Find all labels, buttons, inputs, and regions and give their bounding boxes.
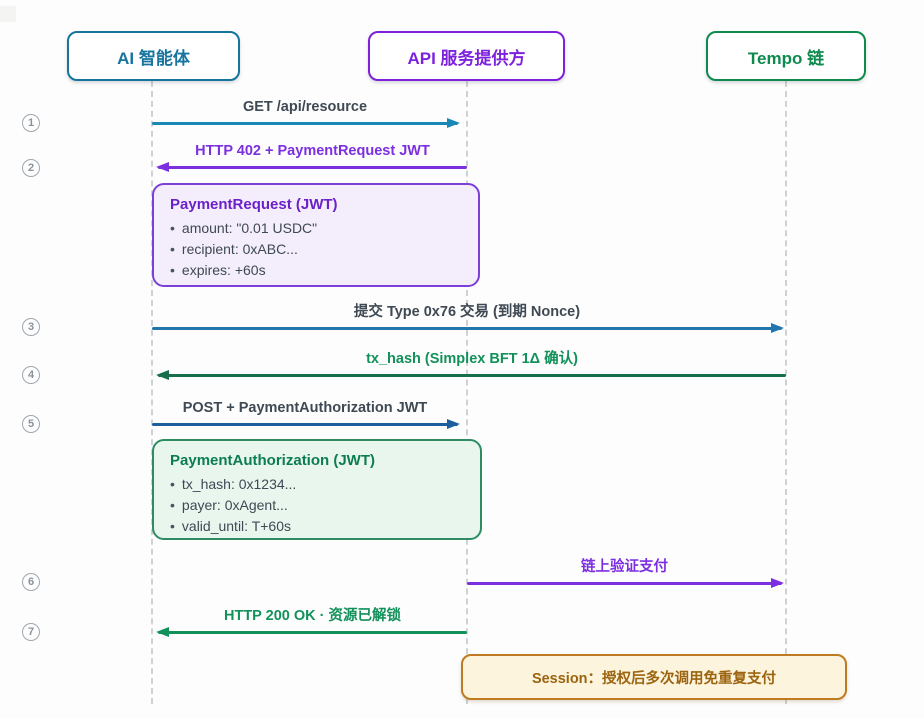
message-get-api-resource: GET /api/resource bbox=[152, 98, 460, 129]
arrow-left-purple bbox=[156, 162, 467, 173]
step-circle-2: 2 bbox=[22, 159, 40, 177]
note-payment-request-title: PaymentRequest (JWT) bbox=[170, 196, 338, 213]
note-item: tx_hash: 0x1234... bbox=[170, 474, 464, 495]
note-item: payer: 0xAgent... bbox=[170, 495, 464, 516]
step-circle-4: 4 bbox=[22, 366, 40, 384]
actor-api-provider-label: API 服务提供方 bbox=[407, 48, 526, 68]
note-item: valid_until: T+60s bbox=[170, 516, 464, 537]
arrow-right-blue bbox=[152, 323, 784, 334]
arrowhead-right-icon bbox=[447, 118, 460, 129]
arrowhead-right-icon bbox=[771, 323, 784, 334]
actor-ai-agent-label: AI 智能体 bbox=[117, 48, 190, 68]
message-http-402-label: HTTP 402 + PaymentRequest JWT bbox=[195, 143, 430, 159]
note-payment-authorization: PaymentAuthorization (JWT) tx_hash: 0x12… bbox=[152, 439, 482, 540]
message-http-200-ok: HTTP 200 OK · 资源已解锁 bbox=[156, 607, 467, 638]
step-circle-7: 7 bbox=[22, 623, 40, 641]
message-http-402-payment-request: HTTP 402 + PaymentRequest JWT bbox=[156, 142, 467, 173]
note-payment-request-items: amount: "0.01 USDC" recipient: 0xABC... … bbox=[170, 218, 462, 281]
step-circle-3: 3 bbox=[22, 318, 40, 336]
arrowhead-left-icon bbox=[156, 162, 169, 173]
arrowhead-right-icon bbox=[447, 419, 460, 430]
message-onchain-verify: 链上验证支付 bbox=[467, 558, 784, 589]
message-tx-hash-label: tx_hash (Simplex BFT 1Δ 确认) bbox=[366, 351, 578, 367]
corner-artifact bbox=[0, 6, 16, 22]
message-submit-tx: 提交 Type 0x76 交易 (到期 Nonce) bbox=[152, 303, 784, 334]
arrow-right-purple bbox=[467, 578, 784, 589]
actor-tempo-chain-label: Tempo 链 bbox=[747, 48, 825, 68]
note-item: amount: "0.01 USDC" bbox=[170, 218, 462, 239]
arrow-right-teal bbox=[152, 118, 460, 129]
note-item: expires: +60s bbox=[170, 260, 462, 281]
arrowhead-left-icon bbox=[156, 370, 169, 381]
arrow-left-dark-green bbox=[156, 370, 786, 381]
arrowhead-right-icon bbox=[771, 578, 784, 589]
note-payment-request: PaymentRequest (JWT) amount: "0.01 USDC"… bbox=[152, 183, 480, 287]
message-post-authorization-label: POST + PaymentAuthorization JWT bbox=[182, 400, 428, 416]
arrowhead-left-icon bbox=[156, 627, 169, 638]
arrow-left-green bbox=[156, 627, 467, 638]
message-submit-tx-label: 提交 Type 0x76 交易 (到期 Nonce) bbox=[353, 304, 581, 320]
note-item: recipient: 0xABC... bbox=[170, 239, 462, 260]
message-http-200-ok-label: HTTP 200 OK · 资源已解锁 bbox=[224, 608, 401, 624]
message-tx-hash: tx_hash (Simplex BFT 1Δ 确认) bbox=[156, 350, 786, 381]
actor-ai-agent: AI 智能体 bbox=[67, 31, 240, 81]
lifeline-api-provider bbox=[466, 81, 468, 704]
arrow-right-dark-blue bbox=[152, 419, 460, 430]
session-note: Session：授权后多次调用免重复支付 bbox=[461, 654, 847, 700]
message-get-api-resource-label: GET /api/resource bbox=[242, 99, 368, 115]
lifeline-tempo-chain bbox=[785, 81, 787, 704]
actor-api-provider: API 服务提供方 bbox=[368, 31, 565, 81]
step-circle-5: 5 bbox=[22, 415, 40, 433]
note-payment-authorization-items: tx_hash: 0x1234... payer: 0xAgent... val… bbox=[170, 474, 464, 537]
message-post-authorization: POST + PaymentAuthorization JWT bbox=[152, 399, 460, 430]
lifeline-ai-agent bbox=[151, 81, 153, 704]
message-onchain-verify-label: 链上验证支付 bbox=[581, 559, 668, 575]
note-payment-authorization-title: PaymentAuthorization (JWT) bbox=[170, 452, 375, 469]
actor-tempo-chain: Tempo 链 bbox=[706, 31, 866, 81]
step-circle-6: 6 bbox=[22, 573, 40, 591]
session-note-label: Session：授权后多次调用免重复支付 bbox=[531, 670, 777, 687]
step-circle-1: 1 bbox=[22, 114, 40, 132]
